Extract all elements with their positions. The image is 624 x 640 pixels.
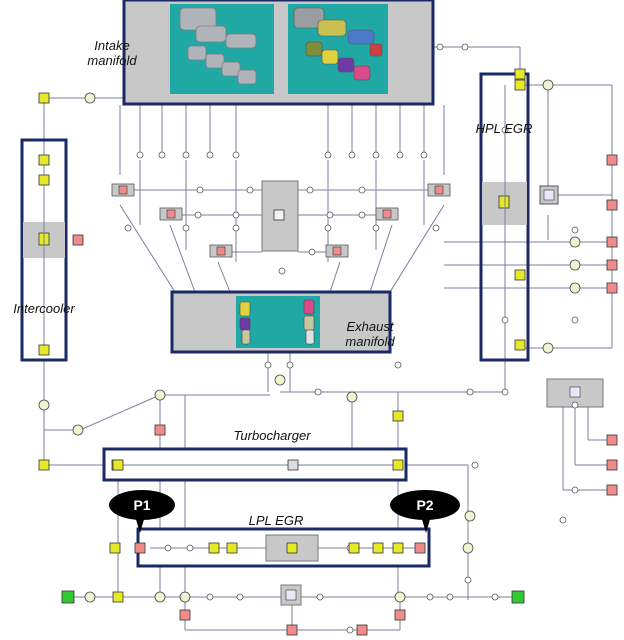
exhaust-runner-render: [239, 299, 315, 345]
intake-manifold-label: Intake manifold: [87, 38, 137, 68]
intake-manifold-block[interactable]: [122, 0, 435, 106]
exhaust-manifold-label: Exhaust manifold: [345, 319, 395, 349]
turbocharger-label: Turbocharger: [233, 428, 311, 443]
center-plenum-block[interactable]: [261, 180, 299, 252]
pipe-connections: [43, 46, 613, 631]
intercooler-block[interactable]: [20, 138, 68, 362]
hpl-egr-label: HPL EGR: [475, 121, 533, 136]
junction-icons: [38, 68, 526, 603]
pressure-marker-stems: [135, 516, 431, 533]
lpl-egr-label: LPL EGR: [248, 513, 304, 528]
intake-runner-render-right: [293, 7, 383, 81]
p2-marker[interactable]: P2: [390, 490, 460, 520]
small-component-block[interactable]: [280, 185, 604, 606]
exhaust-manifold-block[interactable]: [170, 290, 392, 354]
sensor-icons: [38, 79, 581, 603]
intercooler-label: Intercooler: [13, 301, 75, 316]
boundary-icons: [61, 590, 525, 604]
p1-marker[interactable]: P1: [109, 490, 175, 520]
valve-icons: [72, 154, 618, 636]
lpl-egr-block[interactable]: [136, 527, 431, 568]
intake-runner-render-left: [179, 7, 257, 85]
turbocharger-block[interactable]: [102, 447, 408, 482]
